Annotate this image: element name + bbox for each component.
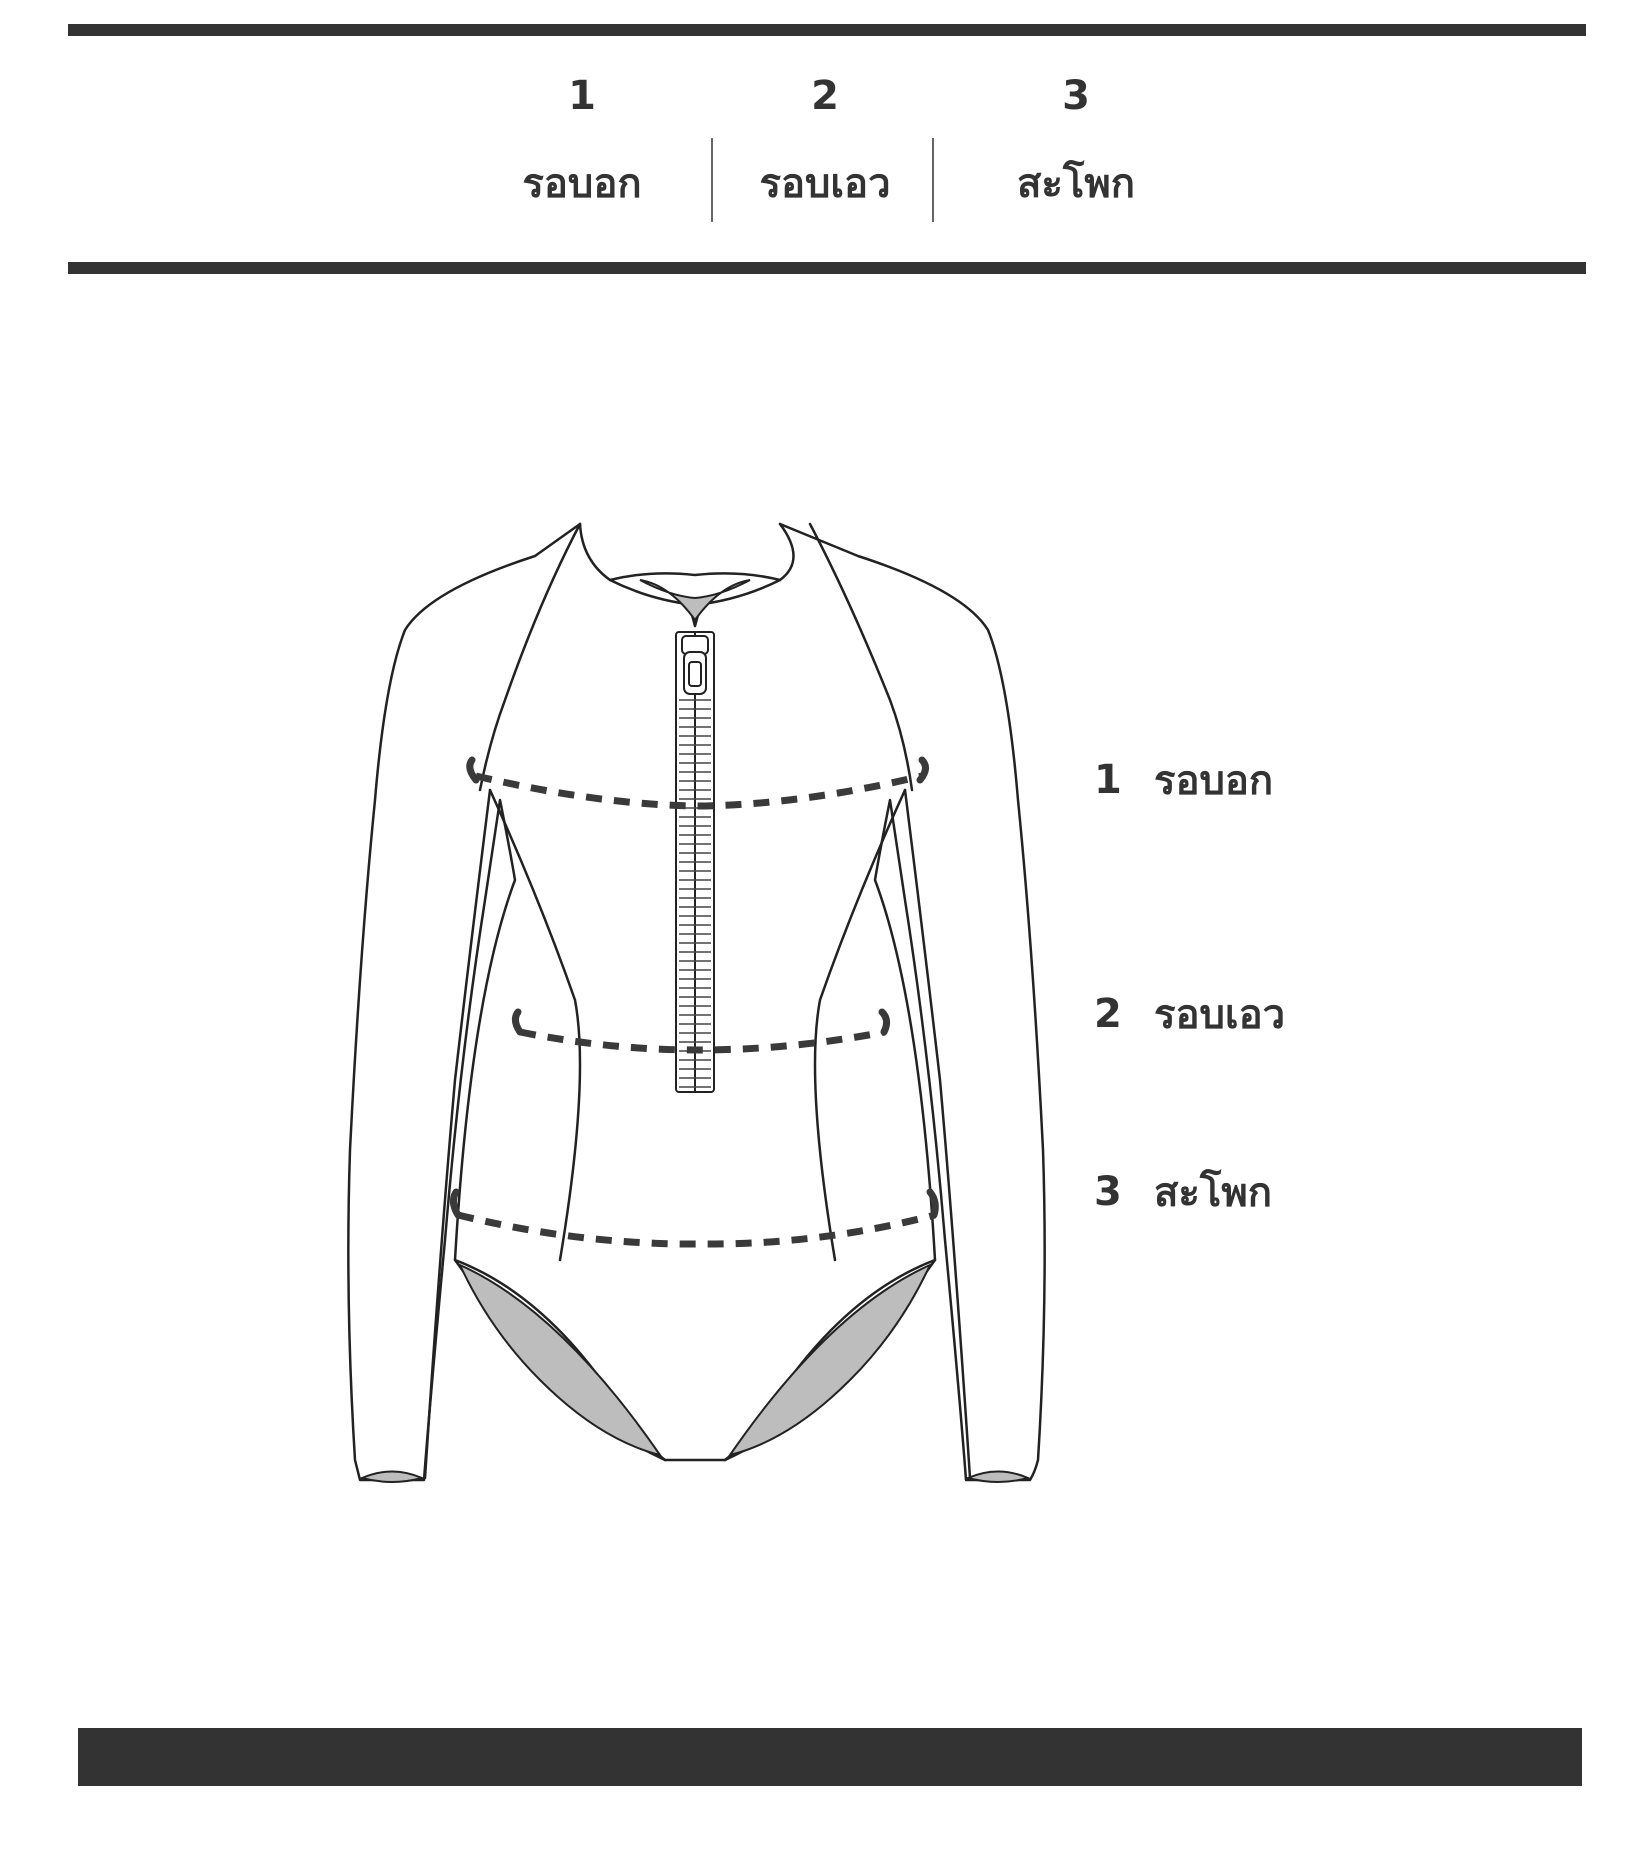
measure-line-hip bbox=[457, 1211, 936, 1248]
sleeve-seam-left bbox=[423, 788, 492, 1480]
legend-num: 2 bbox=[1094, 991, 1122, 1037]
header-col-waist: 2 รอบเอว bbox=[715, 70, 935, 210]
zipper-teeth bbox=[679, 699, 711, 1088]
legend-waist: 2 รอบเอว bbox=[1094, 982, 1285, 1046]
side-panel-right bbox=[813, 788, 907, 1262]
lining-cuff-left bbox=[358, 1470, 426, 1483]
collar-inner bbox=[608, 572, 782, 582]
legend-hip: 3 สะโพก bbox=[1094, 1160, 1272, 1224]
header-label: รอบอก bbox=[522, 161, 642, 207]
header-num: 3 bbox=[1062, 73, 1090, 119]
header-bottom-rule bbox=[68, 262, 1586, 274]
legend-label: รอบอก bbox=[1154, 758, 1274, 804]
measure-end-waist-right bbox=[878, 1008, 891, 1036]
header-num: 1 bbox=[568, 73, 596, 119]
measure-end-hip-left bbox=[449, 1188, 462, 1219]
raglan-seam-left bbox=[478, 522, 582, 792]
side-panel-left bbox=[488, 788, 582, 1262]
collar bbox=[578, 522, 795, 607]
measure-end-waist-left bbox=[511, 1008, 524, 1036]
legend-num: 1 bbox=[1094, 757, 1122, 803]
measure-end-hip-right bbox=[926, 1188, 939, 1219]
measure-line-waist bbox=[519, 1028, 886, 1054]
legend-label: รอบเอว bbox=[1154, 992, 1286, 1038]
header-col-hip: 3 สะโพก bbox=[966, 70, 1186, 210]
sleeve-seam-right bbox=[903, 788, 972, 1480]
measure-end-chest-left bbox=[466, 756, 480, 784]
lining-leg-left bbox=[457, 1262, 663, 1457]
lining-cuff-right bbox=[964, 1470, 1032, 1483]
header-label: รอบเอว bbox=[759, 161, 891, 207]
header-divider bbox=[932, 138, 934, 222]
lining-leg-right bbox=[727, 1262, 933, 1457]
zipper-pull bbox=[681, 635, 709, 695]
header-num: 2 bbox=[811, 73, 839, 119]
legend-label: สะโพก bbox=[1154, 1170, 1272, 1216]
legend-num: 3 bbox=[1094, 1169, 1122, 1215]
footer-bar bbox=[78, 1728, 1582, 1786]
measure-line-chest bbox=[475, 772, 923, 810]
garment-outline bbox=[347, 522, 1046, 1482]
top-rule bbox=[68, 24, 1586, 36]
raglan-seam-right bbox=[808, 522, 914, 792]
legend-chest: 1 รอบอก bbox=[1094, 748, 1273, 812]
measure-end-chest-right bbox=[916, 756, 929, 784]
header-col-chest: 1 รอบอก bbox=[472, 70, 692, 210]
lining-neck bbox=[639, 579, 751, 622]
header-label: สะโพก bbox=[1017, 161, 1135, 207]
header-divider bbox=[711, 138, 713, 222]
